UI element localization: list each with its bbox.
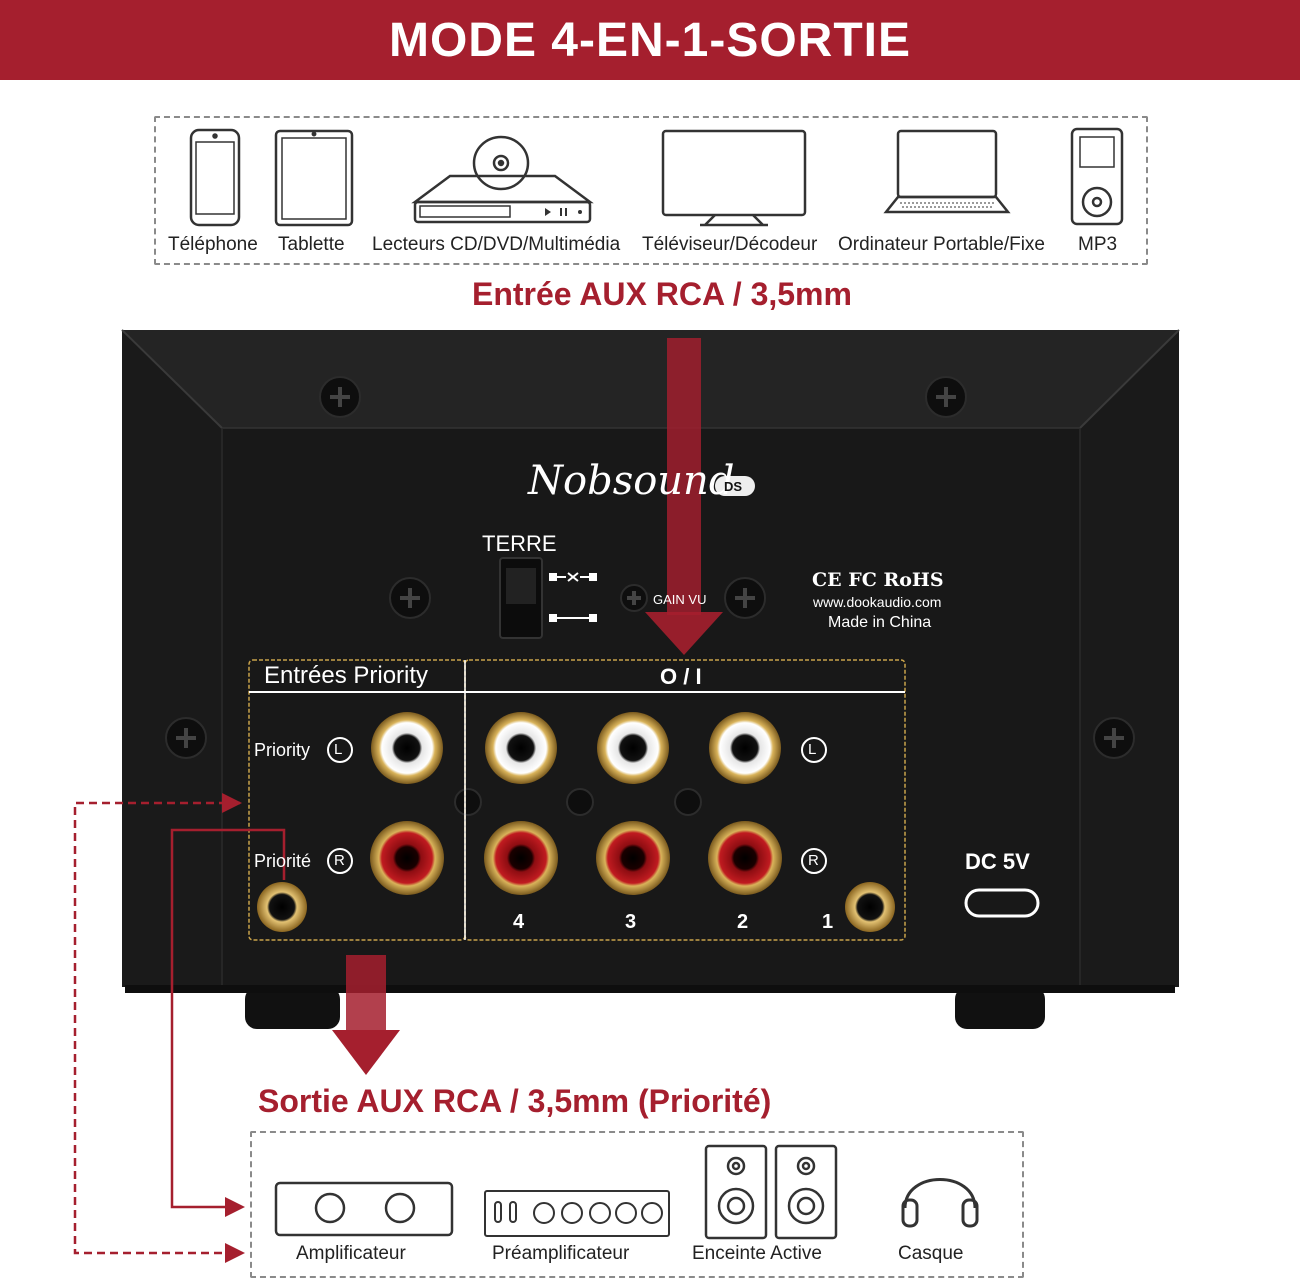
tablet-icon xyxy=(274,129,354,227)
gain-vu-label: GAIN VU xyxy=(653,592,707,607)
tv-icon xyxy=(661,129,807,227)
priority-left-label: Priority xyxy=(254,740,311,760)
channel-left-marker: L xyxy=(334,741,343,758)
output-device-label-speaker: Enceinte Active xyxy=(692,1243,822,1264)
input-device-label-tv: Téléviseur/Décodeur xyxy=(642,234,818,255)
output-device-label-preamplifier: Préamplificateur xyxy=(492,1243,630,1264)
priority-panel-title: Entrées Priority xyxy=(264,662,429,689)
ground-switch-label: TERRE xyxy=(482,531,557,556)
amplifier-icon xyxy=(274,1181,454,1237)
website-text: www.dookaudio.com xyxy=(813,594,942,610)
output-section-title: Sortie AUX RCA / 3,5mm (Priorité) xyxy=(258,1083,772,1119)
active-speaker-icon xyxy=(704,1144,838,1240)
laptop-icon xyxy=(883,129,1011,214)
brand-logo: Nobsound xyxy=(528,458,735,504)
page-title: MODE 4-EN-1-SORTIE xyxy=(388,13,912,67)
input-device-icons xyxy=(189,127,1124,227)
port-number-3: 3 xyxy=(625,911,637,933)
input-device-label-phone: Téléphone xyxy=(168,234,258,255)
dc-power-label: DC 5V xyxy=(965,849,1030,874)
port-number-1: 1 xyxy=(822,911,834,933)
output-device-label-headphones: Casque xyxy=(898,1243,964,1264)
mp3-player-icon xyxy=(1070,127,1124,226)
input-devices-box xyxy=(154,116,1148,265)
io-panel-title: O / I xyxy=(660,664,702,689)
input-device-label-tablet: Tablette xyxy=(278,234,345,255)
channel-right-marker-io: R xyxy=(808,852,819,869)
cd-dvd-player-icon xyxy=(411,135,594,224)
input-device-label-mp3: MP3 xyxy=(1078,234,1118,255)
input-section-title: Entrée AUX RCA / 3,5mm xyxy=(472,276,852,312)
made-in-text: Made in China xyxy=(828,614,932,631)
output-device-label-amplifier: Amplificateur xyxy=(296,1243,406,1264)
port-number-4: 4 xyxy=(513,911,525,933)
jack-35-port1 xyxy=(845,882,895,932)
preamplifier-icon xyxy=(484,1190,670,1237)
port-number-2: 2 xyxy=(737,911,749,933)
certification-marks: CE FC RoHS xyxy=(812,569,944,591)
input-device-label-cd: Lecteurs CD/DVD/Multimédia xyxy=(372,234,621,255)
page-title-banner: MODE 4-EN-1-SORTIE xyxy=(0,0,1300,80)
headphones-icon xyxy=(901,1178,979,1228)
priority-right-label: Priorité xyxy=(254,851,312,871)
phone-icon xyxy=(189,128,241,227)
output-devices-box xyxy=(250,1131,1024,1278)
rca-white-jacks xyxy=(371,712,781,784)
rca-red-jacks xyxy=(370,821,782,895)
jack-35-priority xyxy=(257,882,307,932)
input-device-label-laptop: Ordinateur Portable/Fixe xyxy=(838,234,1045,255)
brand-badge: DS xyxy=(724,479,743,494)
channel-right-marker: R xyxy=(334,852,345,869)
channel-left-marker-io: L xyxy=(808,741,817,758)
